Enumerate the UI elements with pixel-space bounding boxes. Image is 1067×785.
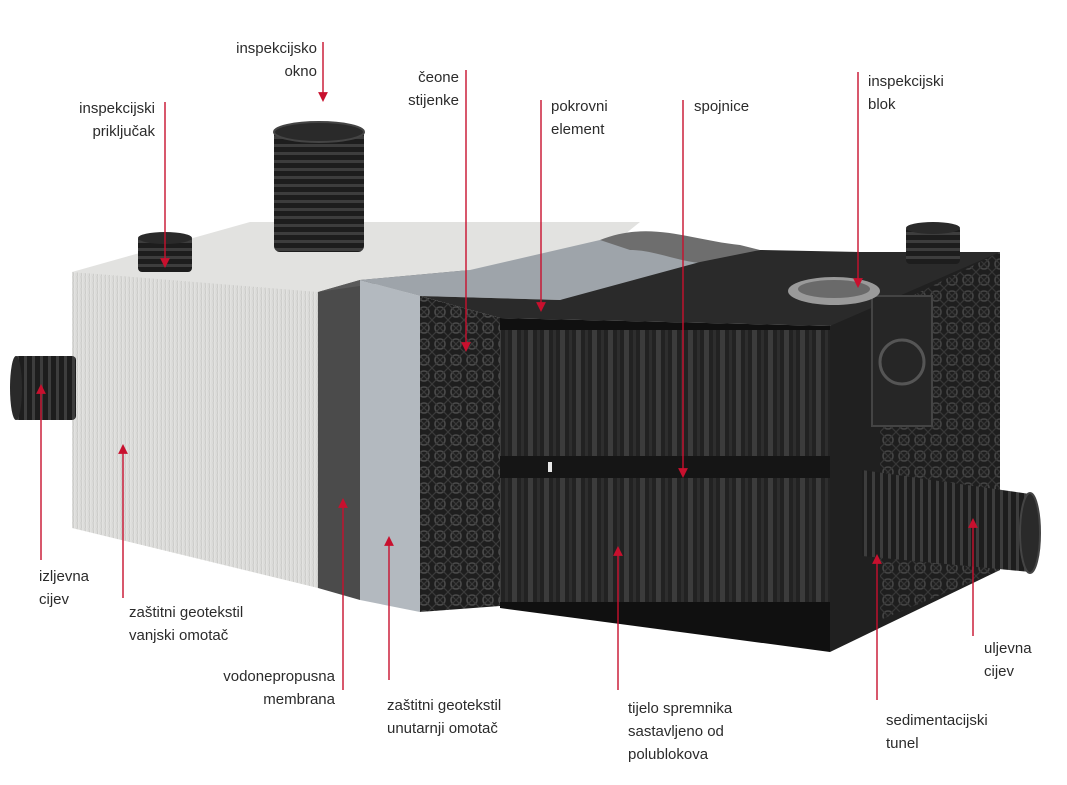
label-inner-geotextile: zaštitni geotekstil unutarnji omotač	[387, 697, 502, 737]
top-right-pipe	[906, 226, 960, 264]
label-inlet-pipe: uljevna cijev	[984, 640, 1032, 680]
outlet-pipe	[14, 356, 76, 420]
label-sediment-tunnel: sedimentacijski tunel	[886, 712, 988, 752]
label-outlet-pipe: izljevna cijev	[39, 568, 90, 608]
label-inspection-connection: inspekcijski priključak	[79, 100, 155, 140]
lower-half-block	[500, 478, 830, 602]
pipes	[10, 121, 1041, 574]
label-inspection-shaft: inspekcijsko okno	[236, 40, 317, 80]
cover-element	[420, 250, 1000, 326]
label-end-walls: čeone stijenke	[408, 69, 459, 109]
inspection-shaft-pipe	[274, 130, 364, 252]
membrane-layer	[318, 280, 360, 600]
label-inspection-block: inspekcijski blok	[868, 73, 944, 113]
upper-half-block	[500, 330, 830, 458]
end-wall	[420, 296, 500, 612]
tank-illustration	[72, 222, 1000, 652]
connector-band	[500, 456, 830, 478]
label-cover-element: pokrovni element	[551, 98, 608, 138]
label-membrane: vodonepropusna membrana	[223, 668, 335, 708]
label-tank-body: tijelo spremnika sastavljeno od polublok…	[628, 700, 733, 763]
label-connectors: spojnice	[694, 98, 750, 115]
leader-lines	[36, 42, 978, 700]
inner-geotextile-layer	[360, 280, 420, 612]
outer-geotextile-front	[72, 272, 318, 588]
label-outer-geotextile: zaštitni geotekstil vanjski omotač	[129, 604, 244, 644]
inlet-pipe	[862, 470, 1030, 572]
